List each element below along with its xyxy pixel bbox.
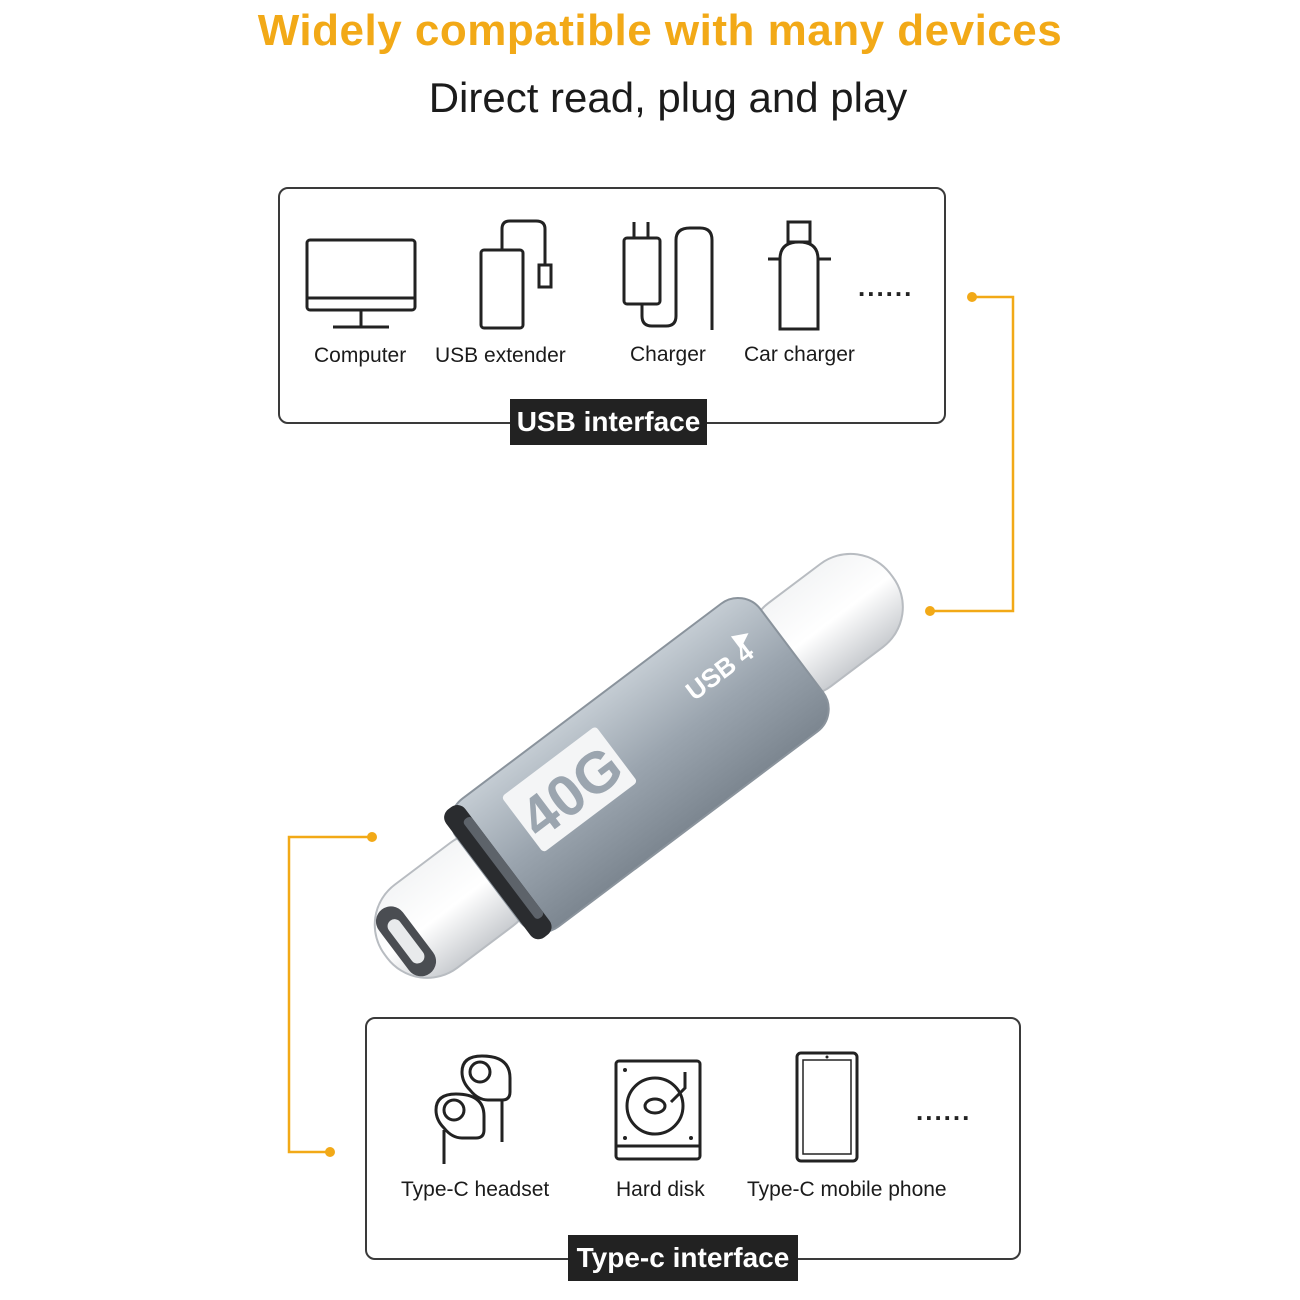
device-label-usb-extender: USB extender [435,344,566,367]
device-label-computer: Computer [314,344,407,367]
usb4-adapter-image: 40G USB 4 [373,552,904,979]
device-label-charger: Charger [630,343,706,366]
usb-interface-tag: USB interface [510,399,707,445]
headline: Widely compatible with many devices [257,6,1063,55]
usb4-arrow-icon [730,633,749,650]
speed-badge [502,727,637,852]
usb-extender-icon [479,219,553,330]
more-devices-ellipsis: ...... [858,272,914,302]
usb-connector-dot-bottom [925,606,935,616]
car-charger-icon [768,220,831,331]
more-devices-ellipsis-typec: ...... [916,1096,972,1126]
hard-disk-icon [614,1059,702,1161]
usb-connector-dot-top [967,292,977,302]
subheadline: Direct read, plug and play [428,74,908,121]
typec-connector-dot-bottom [325,1147,335,1157]
device-label-typec-headset: Type-C headset [401,1178,550,1201]
typec-interface-tag: Type-c interface [568,1235,798,1281]
usb-interface-panel [278,187,946,424]
charger-icon [622,222,714,330]
device-label-hard-disk: Hard disk [616,1178,705,1201]
monitor-icon [305,238,417,329]
device-label-typec-mobile-phone: Type-C mobile phone [747,1178,947,1201]
device-label-car-charger: Car charger [744,343,855,366]
mobile-phone-icon [795,1051,859,1163]
earphones-icon [434,1054,512,1164]
